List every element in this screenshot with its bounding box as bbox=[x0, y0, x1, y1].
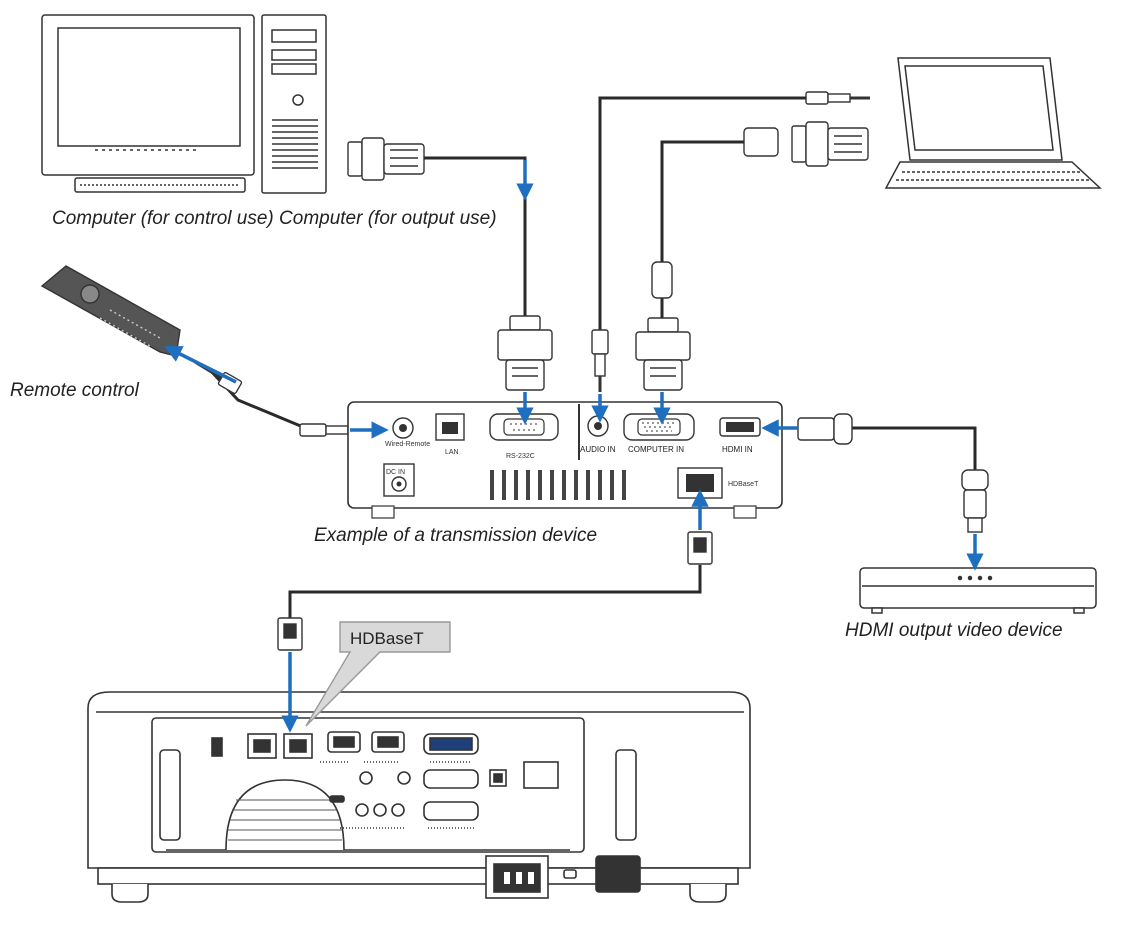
cables bbox=[208, 96, 977, 618]
remote-control-icon bbox=[40, 265, 243, 395]
hdmi-plug-vertical-icon bbox=[961, 469, 989, 533]
desktop-computer-icon bbox=[41, 14, 327, 194]
port-label-audio-in: AUDIO IN bbox=[580, 445, 616, 454]
hdmi-video-device-icon bbox=[859, 567, 1097, 614]
audio-plug-vertical-icon bbox=[591, 329, 609, 392]
laptop-icon bbox=[884, 57, 1102, 189]
hdbaset-callout: HDBaseT bbox=[305, 621, 451, 727]
caption-transmission-device: Example of a transmission device bbox=[314, 525, 598, 546]
audio-plug-icon bbox=[805, 91, 870, 105]
projector bbox=[87, 691, 751, 903]
port-label-lan: LAN bbox=[445, 449, 459, 456]
rj45-plug-icon bbox=[687, 531, 713, 565]
port-label-hdmi-in: HDMI IN bbox=[722, 445, 753, 454]
hdbaset-callout-label: HDBaseT bbox=[350, 629, 424, 648]
port-label-dc-in: DC IN bbox=[386, 469, 405, 476]
vga-plug-icon bbox=[635, 317, 691, 391]
port-label-wired-remote: Wired-Remote bbox=[385, 441, 430, 448]
rs232c-plug-icon bbox=[497, 315, 553, 391]
signal-arrows bbox=[164, 160, 984, 733]
port-label-rs232c: RS-232C bbox=[506, 453, 535, 460]
transmission-device: Wired-Remote LAN RS-232C AUDIO IN COMPUT… bbox=[347, 401, 783, 519]
vent-slots bbox=[490, 470, 626, 500]
rs232c-connector-icon bbox=[347, 137, 425, 181]
hdmi-plug-icon bbox=[797, 413, 853, 445]
remote-plug-icon bbox=[299, 423, 362, 437]
port-label-computer-in: COMPUTER IN bbox=[628, 445, 684, 454]
caption-remote-control: Remote control bbox=[10, 380, 139, 401]
rj45-plug-projector-icon bbox=[277, 617, 303, 651]
caption-hdmi-output-device: HDMI output video device bbox=[845, 620, 1063, 641]
vga-connector-icon bbox=[743, 121, 869, 167]
port-label-hdbaset: HDBaseT bbox=[728, 481, 759, 488]
ferrite-core-icon bbox=[651, 261, 673, 299]
caption-computers: Computer (for control use) Computer (for… bbox=[52, 208, 497, 229]
